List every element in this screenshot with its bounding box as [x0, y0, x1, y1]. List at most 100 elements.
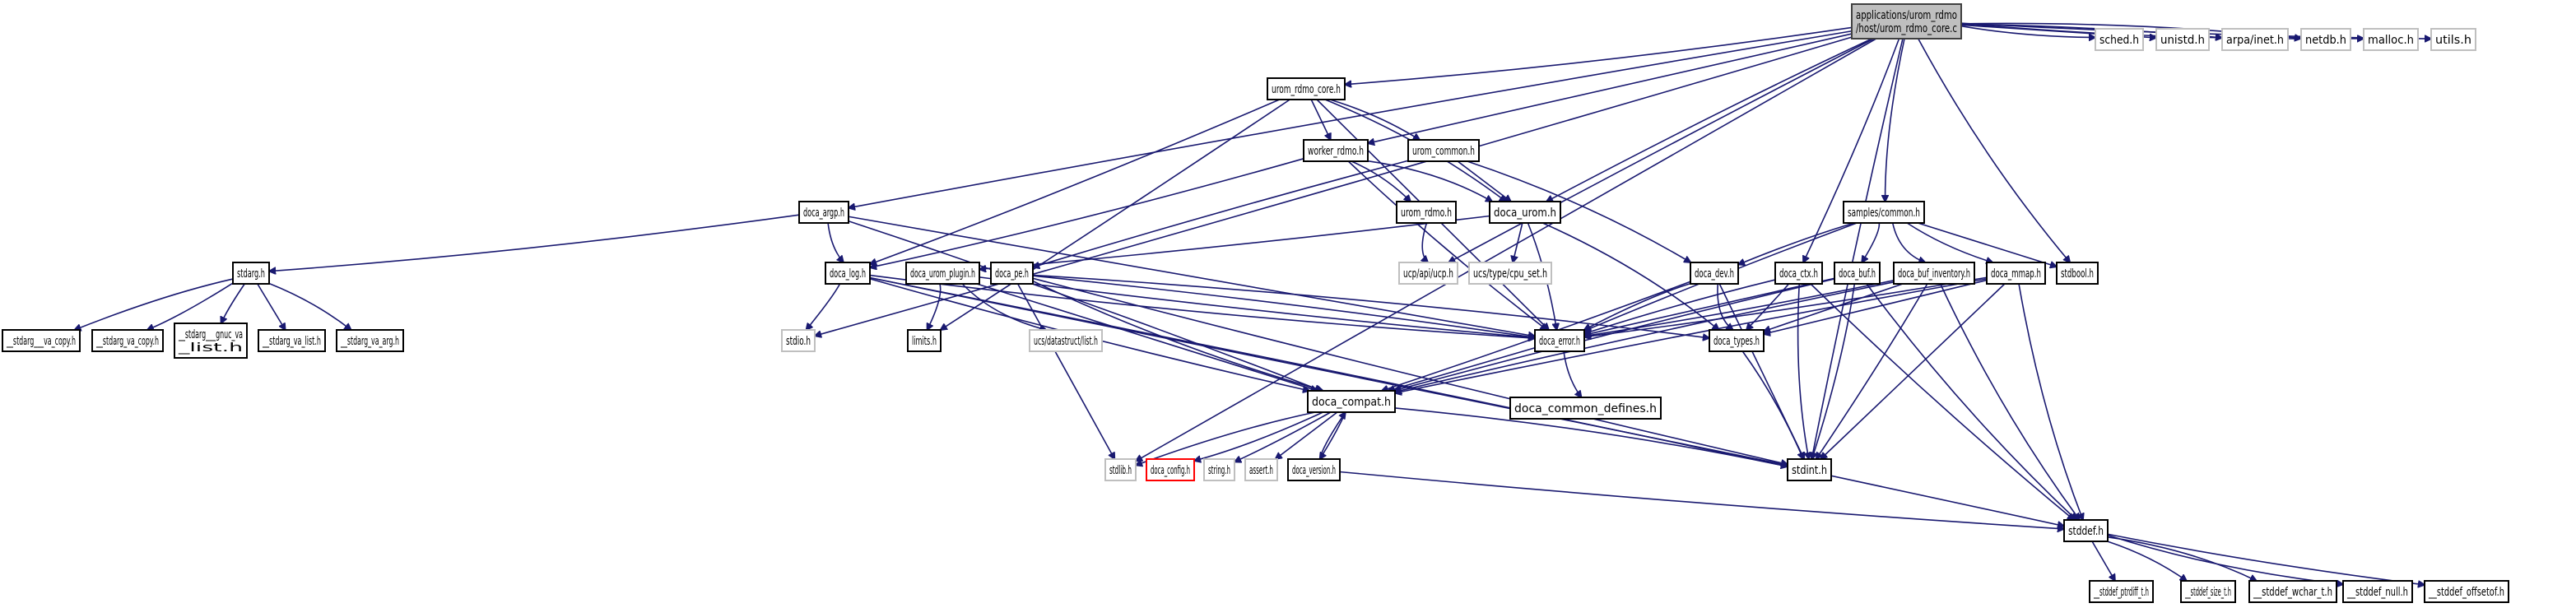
edge-root-to-doca_ctx_h	[1803, 38, 1900, 262]
node-string-h[interactable]: string.h	[1203, 458, 1235, 481]
node-stdbool-h[interactable]: stdbool.h	[2056, 262, 2099, 285]
node-label: doca_error.h	[1539, 335, 1580, 348]
node-stdint-h[interactable]: stdint.h	[1787, 458, 1832, 481]
edge-doca_argp_h-to-doca_error_h	[848, 216, 1535, 336]
node-stddef-null[interactable]: __stddef_null.h	[2342, 580, 2413, 603]
node-stdarg-va-arg[interactable]: __stdarg_va_arg.h	[336, 329, 404, 352]
node-doca-buf-h[interactable]: doca_buf.h	[1834, 262, 1881, 285]
node-stdarg-va-copy-1[interactable]: __stdarg___va_copy.h	[2, 329, 81, 352]
node-stddef-h[interactable]: stddef.h	[2063, 519, 2109, 542]
node-doca-urom-plugin-h[interactable]: doca_urom_plugin.h	[905, 262, 980, 285]
node-stdarg-va-copy-2[interactable]: __stdarg_va_copy.h	[91, 329, 164, 352]
edge-doca_types_h-to-stdint_h	[1741, 350, 1803, 459]
node-doca-pe-h[interactable]: doca_pe.h	[990, 262, 1034, 285]
node-doca-types-h[interactable]: doca_types.h	[1709, 329, 1765, 352]
node-doca-compat-h[interactable]: doca_compat.h	[1307, 390, 1396, 413]
node-box	[2155, 28, 2210, 51]
node-label: /host/urom_rdmo_core.c	[1856, 22, 1957, 35]
node-urom-common-h[interactable]: urom_common.h	[1407, 139, 1480, 162]
node-box	[1104, 458, 1137, 481]
node-box	[1834, 262, 1881, 285]
node-doca-mmap-h[interactable]: doca_mmap.h	[1986, 262, 2046, 285]
node-doca-dev-h[interactable]: doca_dev.h	[1690, 262, 1739, 285]
node-stddef-wchar-t[interactable]: __stddef_wchar_t.h	[2248, 580, 2337, 603]
node-netdb-h[interactable]: netdb.h	[2300, 28, 2351, 51]
node-stddef-offsetof[interactable]: __stddef_offsetof.h	[2424, 580, 2509, 603]
node-box	[1307, 390, 1396, 413]
node-stddef-size-t[interactable]: __stddef_size_t.h	[2180, 580, 2236, 603]
node-ucp-api-ucp-h[interactable]: ucp/api/ucp.h	[1398, 262, 1458, 285]
edge-doca_buf_inventory_h-to-stddef_h	[1939, 283, 2080, 520]
edge-doca_urom_h-to-doca_urom_plugin_h	[979, 215, 1490, 269]
node-stdarg-gnuc-va-list[interactable]: __stdarg___gnuc_va_list.h	[174, 323, 248, 359]
edge-root-to-stdlib_h	[1136, 38, 1877, 461]
node-urom-rdmo-core-h[interactable]: urom_rdmo_core.h	[1267, 77, 1346, 100]
node-limits-h[interactable]: limits.h	[907, 329, 942, 352]
node-doca-version-h[interactable]: doca_version.h	[1287, 458, 1341, 481]
node-doca-config-h[interactable]: doca_config.h	[1146, 458, 1195, 481]
node-doca-argp-h[interactable]: doca_argp.h	[798, 201, 849, 224]
node-box	[781, 329, 816, 352]
node-ucs-datastruct-list-h[interactable]: ucs/datastruct/list.h	[1029, 329, 1103, 352]
node-doca-common-defines-h[interactable]: doca_common_defines.h	[1509, 397, 1662, 420]
edge-doca_compat_h-to-assert_h	[1276, 411, 1338, 459]
node-label: urom_common.h	[1412, 145, 1475, 158]
node-stdio-h[interactable]: stdio.h	[781, 329, 816, 352]
node-label: netdb.h	[2305, 34, 2346, 47]
edge-samples_common_h-to-doca_buf_inventory_h	[1891, 222, 1926, 262]
node-doca-ctx-h[interactable]: doca_ctx.h	[1774, 262, 1823, 285]
node-arpa-inet-h[interactable]: arpa/inet.h	[2221, 28, 2289, 51]
node-box	[2180, 580, 2236, 603]
node-label: stdio.h	[786, 335, 811, 348]
node-box	[907, 329, 942, 352]
node-ucs-type-cpu-set-h[interactable]: ucs/type/cpu_set.h	[1468, 262, 1552, 285]
edge-doca_buf_inventory_h-to-stdint_h	[1816, 283, 1928, 459]
node-samples-common-h[interactable]: samples/common.h	[1843, 201, 1925, 224]
edge-urom_rdmo_core_h-to-urom_common_h	[1329, 99, 1420, 140]
edge-doca_pe_h-to-doca_error_h	[1032, 275, 1535, 337]
node-stdlib-h[interactable]: stdlib.h	[1104, 458, 1137, 481]
edge-urom_rdmo_core_h-to-doca_log_h	[870, 99, 1280, 264]
node-stdarg-va-list[interactable]: __stdarg_va_list.h	[258, 329, 326, 352]
node-stddef-ptrdiff-t[interactable]: __stddef_ptrdiff_t.h	[2089, 580, 2154, 603]
node-box	[2300, 28, 2351, 51]
edge-samples_common_h-to-stdbool_h	[1918, 222, 2057, 267]
edge-stdarg_h-to-stdarg_va_copy_2	[147, 282, 234, 330]
node-doca-log-h[interactable]: doca_log.h	[825, 262, 871, 285]
node-label: ucs/type/cpu_set.h	[1473, 267, 1547, 281]
node-box	[91, 329, 164, 352]
node-sched-h[interactable]: sched.h	[2095, 28, 2144, 51]
node-label: __stdarg___va_copy.h	[6, 335, 76, 348]
edge-doca_ctx_h-to-doca_types_h	[1746, 283, 1790, 330]
node-assert-h[interactable]: assert.h	[1244, 458, 1278, 481]
edge-urom_rdmo_core_h-to-limits_h	[941, 99, 1290, 330]
node-box	[2, 329, 81, 352]
node-stdarg-h[interactable]: stdarg.h	[232, 262, 270, 285]
node-doca-urom-h[interactable]: doca_urom.h	[1489, 201, 1561, 224]
node-worker-rdmo-h[interactable]: worker_rdmo.h	[1303, 139, 1369, 162]
node-layer: applications/urom_rdmo/host/urom_rdmo_co…	[2, 3, 2509, 603]
node-doca-error-h[interactable]: doca_error.h	[1534, 329, 1585, 352]
edge-urom_common_h-to-doca_urom_h	[1457, 160, 1511, 202]
node-label: __stddef_wchar_t.h	[2253, 586, 2332, 599]
node-box	[1787, 458, 1832, 481]
node-unistd-h[interactable]: unistd.h	[2155, 28, 2210, 51]
node-malloc-h[interactable]: malloc.h	[2363, 28, 2419, 51]
edge-doca_error_h-to-doca_compat_h	[1388, 347, 1536, 391]
edge-doca_buf_h-to-stddef_h	[1866, 283, 2076, 520]
node-doca-buf-inventory-h[interactable]: doca_buf_inventory.h	[1893, 262, 1975, 285]
edge-urom_rdmo_core_h-to-worker_rdmo_h	[1310, 99, 1331, 140]
node-label: _list.h	[177, 341, 243, 355]
edge-doca_dev_h-to-doca_types_h	[1717, 283, 1733, 330]
node-label: string.h	[1208, 464, 1230, 477]
edge-samples_common_h-to-doca_dev_h	[1738, 222, 1855, 265]
node-urom-rdmo-h[interactable]: urom_rdmo.h	[1396, 201, 1457, 224]
edge-doca_version_h-to-doca_compat_h	[1318, 412, 1346, 460]
edge-doca_buf_h-to-doca_compat_h	[1393, 278, 1835, 391]
node-utils-h[interactable]: utils.h	[2430, 28, 2476, 51]
node-root[interactable]: applications/urom_rdmo/host/urom_rdmo_co…	[1851, 3, 1962, 39]
edge-doca_urom_h-to-ucs_type_cpu_set_h	[1513, 222, 1523, 262]
edge-doca_log_h-to-stdio_h	[807, 283, 841, 330]
edge-doca_argp_h-to-stdarg_h	[269, 214, 800, 271]
